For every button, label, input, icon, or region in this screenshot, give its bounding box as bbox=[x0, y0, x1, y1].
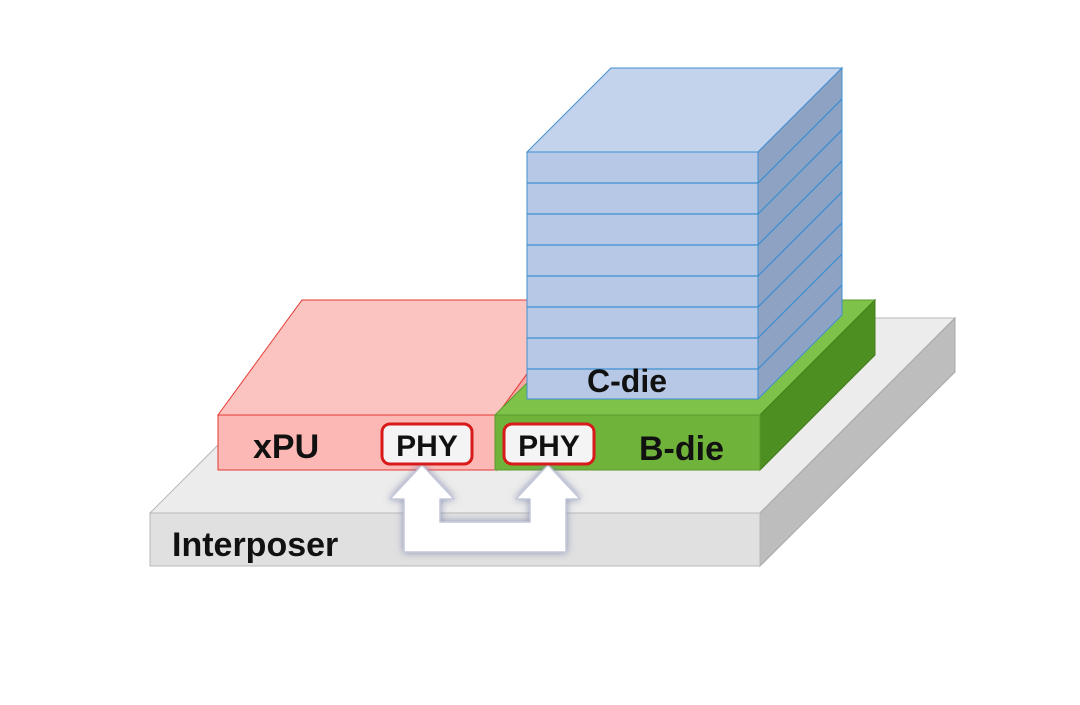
b-die-phy-box bbox=[502, 422, 596, 466]
c-die-label: C-die bbox=[587, 363, 667, 399]
b-die-phy-label: PHY bbox=[518, 430, 580, 463]
c-die-layer-lines bbox=[527, 98, 843, 370]
xpu-phy-label: PHY bbox=[396, 430, 458, 463]
xpu-phy-box bbox=[380, 422, 474, 466]
b-die-label: B-die bbox=[639, 430, 724, 468]
interposer-label: Interposer bbox=[172, 526, 338, 564]
xpu-label: xPU bbox=[253, 428, 319, 466]
xpu-phy-block: PHY bbox=[380, 422, 474, 466]
b-die-phy-block: PHY bbox=[502, 422, 596, 466]
c-die-stack: C-die bbox=[525, 66, 844, 401]
